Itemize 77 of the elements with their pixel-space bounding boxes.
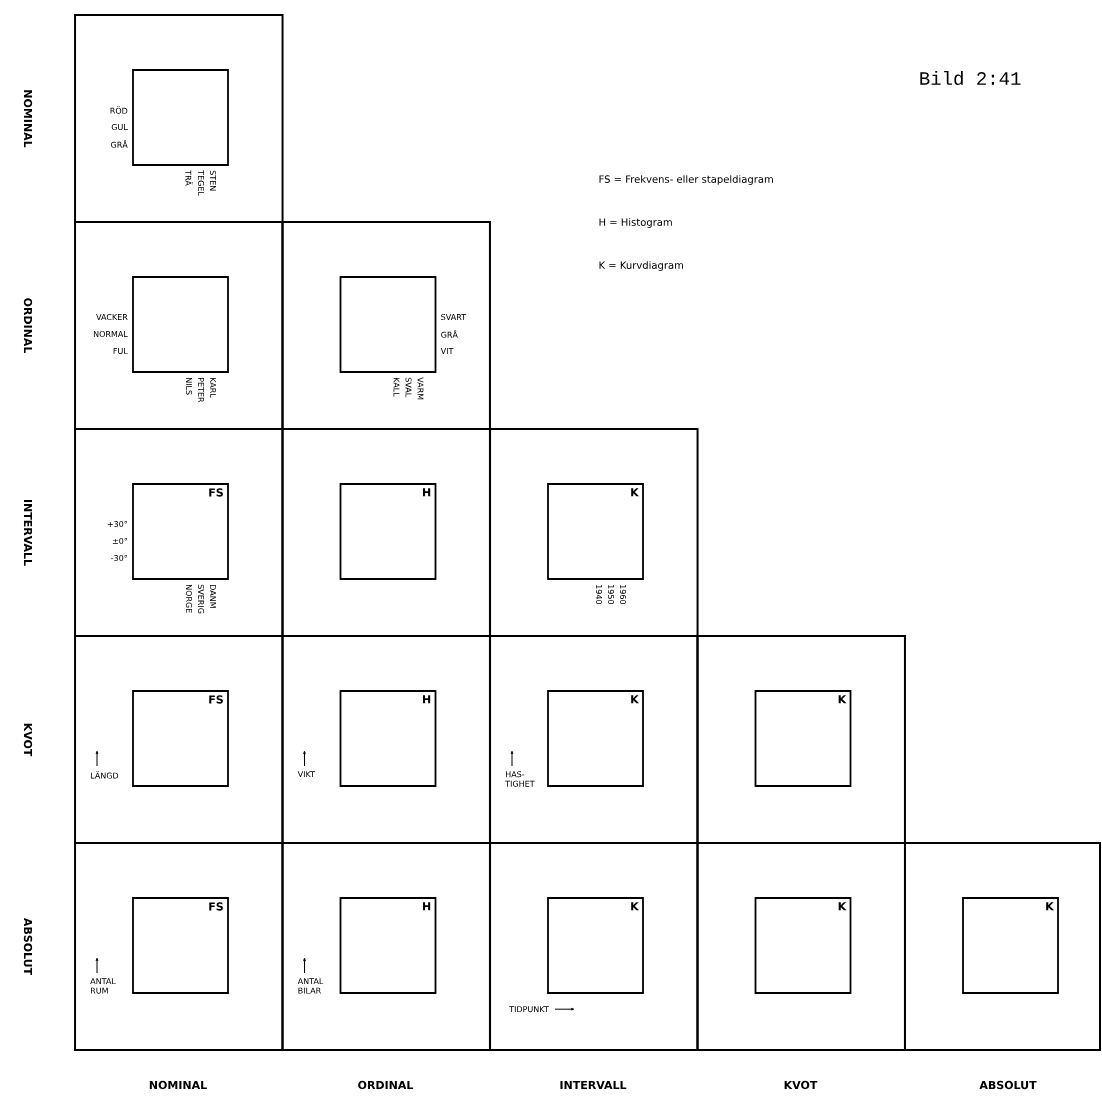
chart-frame: FS bbox=[132, 897, 229, 994]
axis-label: KARL bbox=[210, 378, 216, 398]
axis-label: VARM bbox=[417, 377, 424, 400]
axis-label: SVERIG bbox=[198, 584, 205, 614]
grid-cell bbox=[74, 14, 284, 223]
axis-label: ANTAL BILAR bbox=[297, 978, 324, 994]
axis-label: SVART bbox=[441, 314, 467, 321]
chart-frame: K bbox=[547, 897, 644, 994]
axis-label: 1940 bbox=[596, 585, 603, 605]
axis-label: GRÅ bbox=[441, 330, 458, 338]
axis-label: VIT bbox=[440, 348, 454, 354]
chart-frame: K bbox=[547, 483, 644, 580]
axis-label: GRÅ bbox=[111, 140, 128, 148]
axis-label: DANM bbox=[210, 585, 216, 608]
axis-label: PETER bbox=[198, 378, 204, 403]
chart-frame: FS bbox=[132, 483, 229, 580]
chart-frame: K bbox=[754, 897, 852, 994]
column-label: ORDINAL bbox=[358, 1080, 414, 1090]
chart-frame: FS bbox=[132, 690, 229, 787]
chart-frame: H bbox=[339, 897, 437, 994]
chart-frame: K bbox=[962, 897, 1059, 994]
axis-label: GUL bbox=[111, 124, 128, 131]
note: FS = Frekvens- eller stapeldiagram bbox=[599, 175, 773, 185]
axis-label: HAS- TIGHET bbox=[505, 771, 535, 787]
axis-label: VIKT bbox=[297, 771, 316, 778]
grid-cell bbox=[696, 842, 906, 1051]
axis-label: ±0° bbox=[112, 538, 128, 545]
chart-frame bbox=[132, 69, 229, 166]
grid-cell bbox=[489, 842, 699, 1051]
note: K = Kurvdiagram bbox=[599, 261, 683, 271]
grid-cell bbox=[281, 221, 491, 430]
grid-cell bbox=[281, 428, 491, 637]
axis-label: TIDPUNKT bbox=[509, 1006, 549, 1013]
column-label: KVOT bbox=[784, 1080, 818, 1090]
grid-cell bbox=[74, 428, 284, 637]
column-label: NOMINAL bbox=[149, 1080, 207, 1090]
grid-cell bbox=[489, 635, 699, 844]
axis-label: FUL bbox=[113, 348, 128, 354]
grid-cell bbox=[904, 842, 1101, 1051]
column-label: ABSOLUT bbox=[979, 1080, 1037, 1090]
axis-label: +30° bbox=[107, 521, 128, 528]
axis-label: RÖD bbox=[110, 106, 128, 114]
chart-frame: H bbox=[339, 483, 437, 580]
axis-label: SVAL bbox=[405, 377, 412, 398]
axis-label: TEGEL bbox=[198, 170, 205, 196]
axis-label: NORGE bbox=[186, 585, 193, 613]
axis-label: KALL bbox=[393, 378, 400, 397]
chart-frame bbox=[339, 276, 437, 373]
chart-frame: H bbox=[339, 690, 437, 787]
axis-label: NORMAL bbox=[93, 331, 128, 338]
chart-frame: K bbox=[547, 690, 644, 787]
chart-frame: K bbox=[754, 690, 852, 787]
axis-label: 1960 bbox=[620, 585, 627, 605]
axis-label: STEN bbox=[210, 170, 217, 191]
note: H = Histogram bbox=[599, 218, 672, 228]
axis-label: TRÄ bbox=[185, 170, 193, 186]
grid-cell bbox=[489, 428, 699, 637]
grid-cell bbox=[281, 842, 491, 1051]
grid-cell bbox=[696, 635, 906, 844]
chart-frame bbox=[132, 276, 229, 373]
grid-cell bbox=[74, 635, 284, 844]
row-label: ABSOLUT bbox=[23, 917, 33, 976]
axis-label: VACKER bbox=[96, 314, 128, 321]
column-label: INTERVALL bbox=[560, 1081, 627, 1089]
row-label: ORDINAL bbox=[23, 298, 33, 354]
grid-cell bbox=[281, 635, 491, 844]
axis-label: LÄNGD bbox=[91, 771, 119, 779]
row-label: NOMINAL bbox=[23, 90, 33, 148]
axis-label: 1950 bbox=[608, 585, 615, 605]
grid-cell bbox=[74, 221, 284, 430]
axis-label: NILS bbox=[186, 378, 193, 395]
figure-number: Bild 2:41 bbox=[920, 71, 1021, 85]
grid-cell bbox=[74, 842, 284, 1051]
axis-label: -30° bbox=[111, 555, 128, 562]
row-label: INTERVALL bbox=[24, 499, 32, 566]
row-label: KVOT bbox=[23, 723, 33, 757]
axis-label: ANTAL RUM bbox=[90, 978, 116, 994]
